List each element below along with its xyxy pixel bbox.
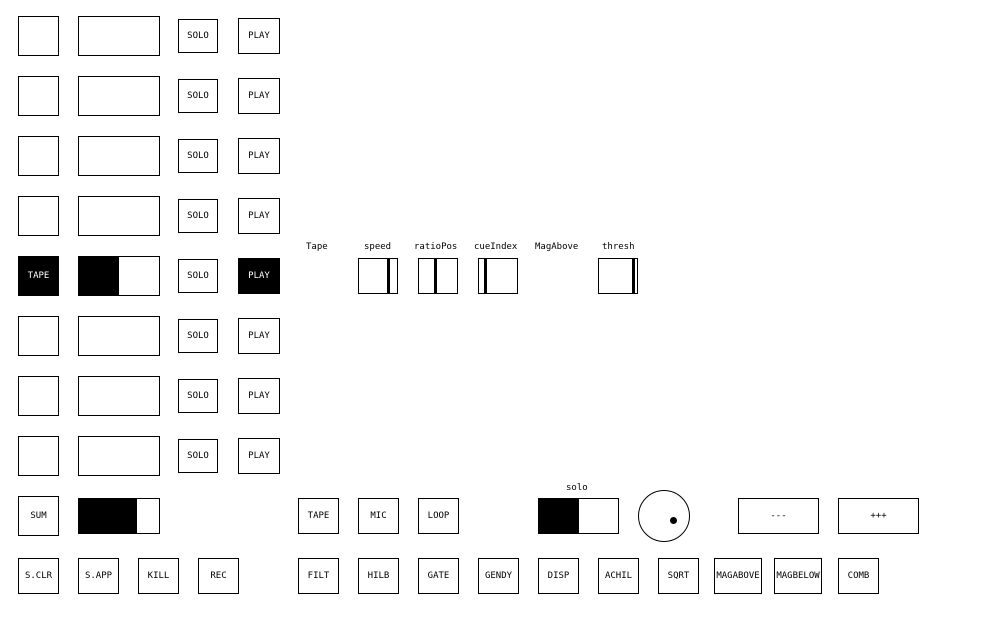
channel-play-button[interactable]: PLAY (238, 318, 280, 354)
tape-section-label: Tape (306, 242, 328, 252)
channel-select-button[interactable] (18, 196, 59, 236)
channel-fader-fill (79, 257, 119, 295)
achil-button[interactable]: ACHIL (598, 558, 639, 594)
comb-button[interactable]: COMB (838, 558, 879, 594)
sqrt-button[interactable]: SQRT (658, 558, 699, 594)
magabove-button[interactable]: MAGABOVE (714, 558, 762, 594)
channel-row: SOLO PLAY (0, 136, 300, 176)
speed-slider[interactable] (358, 258, 398, 294)
channel-select-button[interactable] (18, 76, 59, 116)
channel-fader[interactable] (78, 256, 160, 296)
channel-play-button[interactable]: PLAY (238, 18, 280, 54)
channel-row: SOLO PLAY (0, 196, 300, 236)
increment-button[interactable]: +++ (838, 498, 919, 534)
channel-solo-button[interactable]: SOLO (178, 199, 218, 233)
channel-fader[interactable] (78, 436, 160, 476)
channel-select-button[interactable] (18, 316, 59, 356)
source-tape-button[interactable]: TAPE (298, 498, 339, 534)
speed-slider-handle[interactable] (387, 259, 391, 293)
thresh-slider[interactable] (598, 258, 638, 294)
channel-play-button[interactable]: PLAY (238, 78, 280, 114)
decrement-button[interactable]: --- (738, 498, 819, 534)
sum-button[interactable]: SUM (18, 496, 59, 536)
record-button[interactable]: REC (198, 558, 239, 594)
channel-select-button[interactable]: TAPE (18, 256, 59, 296)
source-mic-button[interactable]: MIC (358, 498, 399, 534)
channel-play-button[interactable]: PLAY (238, 198, 280, 234)
channel-solo-button[interactable]: SOLO (178, 319, 218, 353)
cueindex-slider[interactable] (478, 258, 518, 294)
channel-play-button[interactable]: PLAY (238, 138, 280, 174)
channel-solo-button[interactable]: SOLO (178, 379, 218, 413)
channel-play-button[interactable]: PLAY (238, 258, 280, 294)
channel-solo-button[interactable]: SOLO (178, 259, 218, 293)
channel-select-button[interactable] (18, 16, 59, 56)
channel-solo-button[interactable]: SOLO (178, 79, 218, 113)
channel-select-button[interactable] (18, 376, 59, 416)
master-volume-fader[interactable] (78, 498, 160, 534)
channel-row: TAPE SOLO PLAY (0, 256, 300, 296)
channel-solo-button[interactable]: SOLO (178, 139, 218, 173)
solo-toggle[interactable] (538, 498, 619, 534)
channel-row: SOLO PLAY (0, 76, 300, 116)
channel-fader[interactable] (78, 196, 160, 236)
sample-append-button[interactable]: S.APP (78, 558, 119, 594)
channel-fader[interactable] (78, 16, 160, 56)
knob-indicator-dot (670, 517, 677, 524)
channel-row: SOLO PLAY (0, 316, 300, 356)
channel-fader[interactable] (78, 316, 160, 356)
sample-clear-button[interactable]: S.CLR (18, 558, 59, 594)
channel-select-button[interactable] (18, 136, 59, 176)
channel-select-button[interactable] (18, 436, 59, 476)
gendy-button[interactable]: GENDY (478, 558, 519, 594)
magabove-label: MagAbove (535, 242, 579, 252)
solo-toggle-fill (539, 499, 579, 533)
kill-button[interactable]: KILL (138, 558, 179, 594)
thresh-slider-handle[interactable] (631, 259, 635, 293)
filter-button[interactable]: FILT (298, 558, 339, 594)
channel-row: SOLO PLAY (0, 16, 300, 56)
level-knob[interactable] (638, 490, 690, 542)
channel-solo-button[interactable]: SOLO (178, 19, 218, 53)
master-volume-fill (79, 499, 138, 533)
hilbert-button[interactable]: HILB (358, 558, 399, 594)
gate-button[interactable]: GATE (418, 558, 459, 594)
source-loop-button[interactable]: LOOP (418, 498, 459, 534)
channel-fader[interactable] (78, 136, 160, 176)
thresh-label: thresh (602, 242, 635, 252)
channel-row: SOLO PLAY (0, 436, 300, 476)
disp-button[interactable]: DISP (538, 558, 579, 594)
channel-play-button[interactable]: PLAY (238, 378, 280, 414)
solo-toggle-label: solo (566, 483, 588, 493)
cueindex-label: cueIndex (474, 242, 518, 252)
ratiopos-label: ratioPos (414, 242, 458, 252)
cueindex-slider-handle[interactable] (483, 259, 487, 293)
speed-label: speed (364, 242, 392, 252)
channel-play-button[interactable]: PLAY (238, 438, 280, 474)
ratiopos-slider-handle[interactable] (434, 259, 438, 293)
channel-row: SOLO PLAY (0, 376, 300, 416)
channel-fader[interactable] (78, 376, 160, 416)
magbelow-button[interactable]: MAGBELOW (774, 558, 822, 594)
channel-solo-button[interactable]: SOLO (178, 439, 218, 473)
channel-fader[interactable] (78, 76, 160, 116)
ratiopos-slider[interactable] (418, 258, 458, 294)
